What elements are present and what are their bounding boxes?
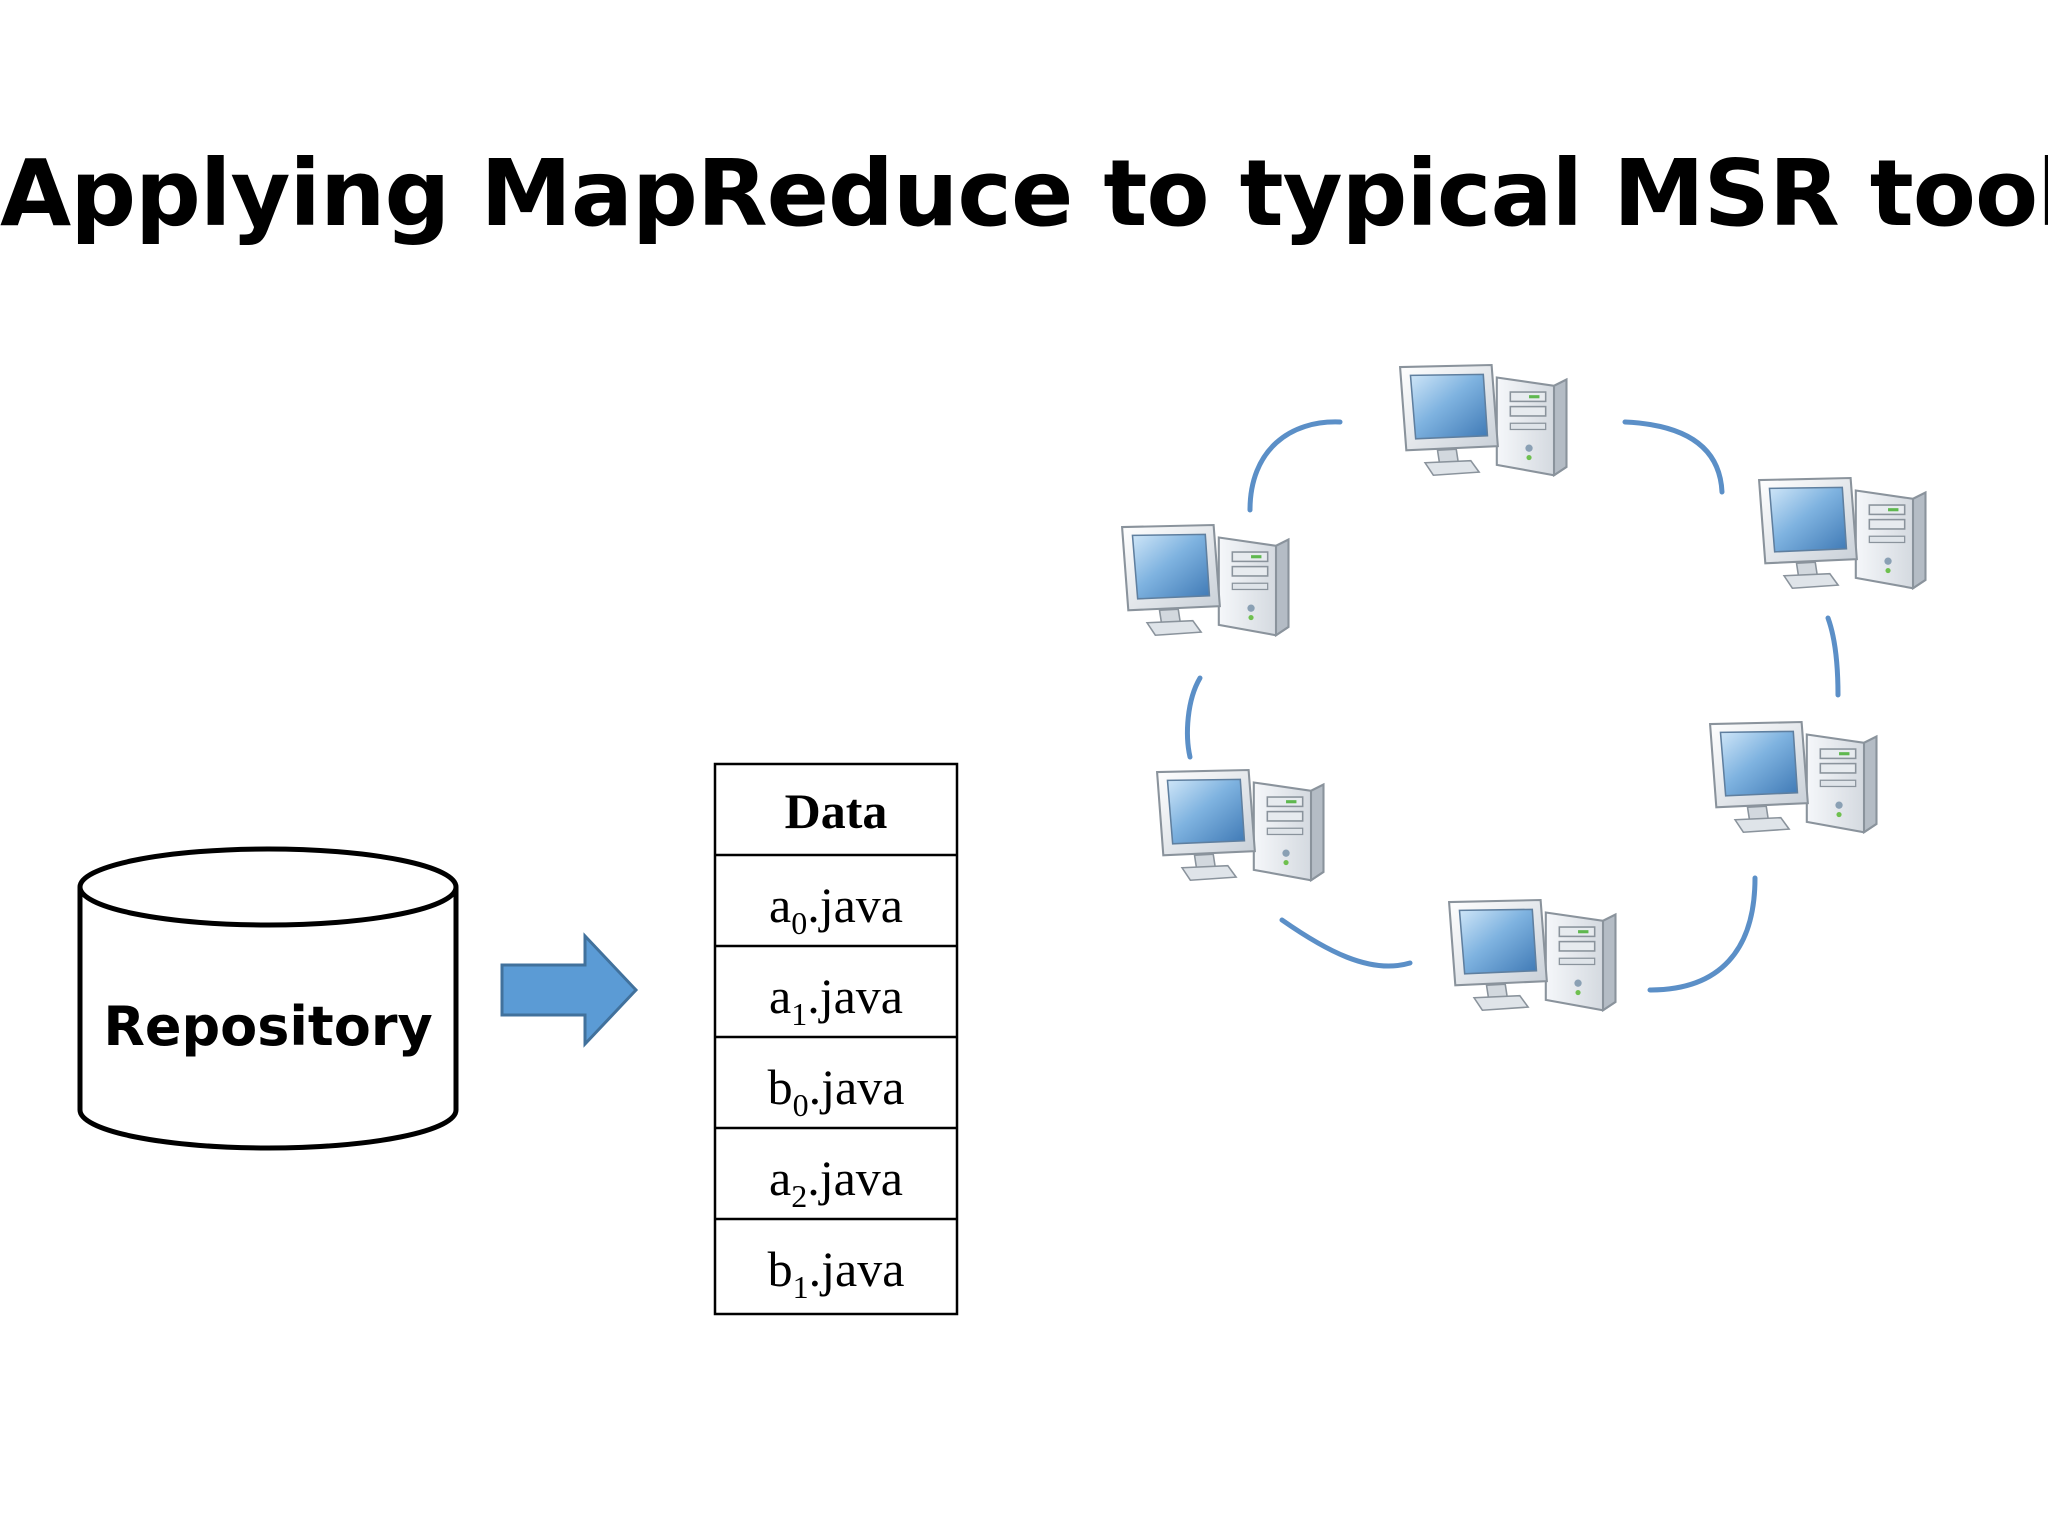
desktop-computer-icon [1709, 720, 1878, 834]
data-table-row: b1.java [768, 1241, 905, 1305]
data-table-row: a0.java [769, 877, 903, 941]
repository-cylinder [77, 846, 459, 1151]
cluster-link [1279, 917, 1413, 969]
data-table-header: Data [785, 783, 888, 839]
cluster-link [1247, 419, 1343, 513]
desktop-computer-icon [1121, 523, 1290, 637]
data-table-row: a1.java [769, 968, 903, 1032]
desktop-computer-icon [1448, 898, 1617, 1012]
cluster-link [1184, 675, 1203, 760]
data-table-row: a2.java [769, 1150, 903, 1214]
cluster-nodes [1121, 363, 1927, 1012]
data-table: Data a0.java a1.java b0.java a2.java b1.… [713, 762, 959, 1316]
right-arrow-icon [500, 932, 639, 1048]
cluster-link [1825, 615, 1841, 698]
desktop-computer-icon [1399, 363, 1568, 477]
cluster-link [1622, 419, 1725, 495]
desktop-computer-icon [1156, 768, 1325, 882]
repository-label: Repository [103, 995, 432, 1058]
cluster-links [1184, 419, 1841, 993]
desktop-computer-icon [1758, 476, 1927, 590]
data-table-row: b0.java [768, 1059, 905, 1123]
slide-title: Applying MapReduce to typical MSR tools [0, 140, 2048, 247]
cluster-link [1647, 875, 1758, 993]
